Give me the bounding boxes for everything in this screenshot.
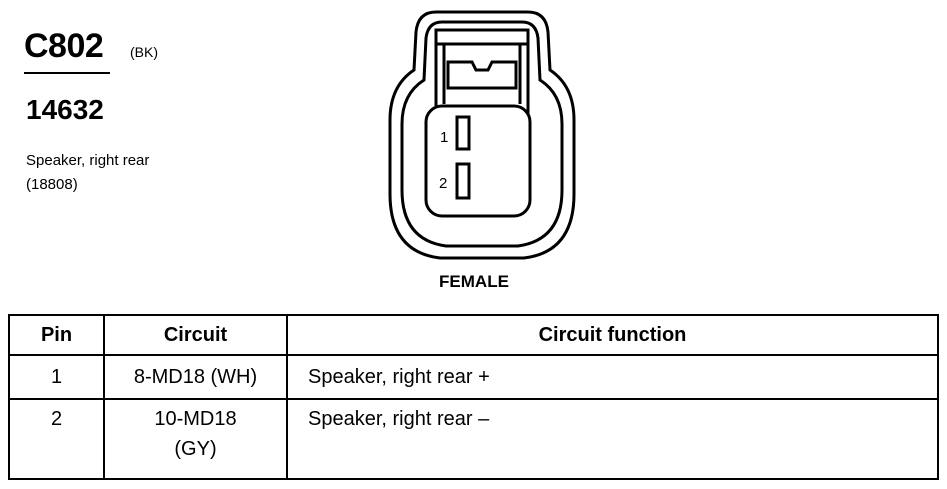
row-circuit-function: Speaker, right rear – <box>286 398 939 480</box>
row-circuit-line-1: 10-MD18 <box>154 408 237 430</box>
row-circuit-function: Speaker, right rear + <box>286 354 939 400</box>
pin-cavity-1 <box>455 115 471 151</box>
row-pin: 2 <box>8 398 105 480</box>
table-row: 1 8-MD18 (WH) Speaker, right rear + <box>8 354 939 400</box>
connector-description: Speaker, right rear <box>26 152 150 169</box>
connector-gender-label: FEMALE <box>439 272 509 291</box>
row-pin: 1 <box>8 354 105 400</box>
table-header-row: Pin Circuit Circuit function <box>8 314 939 356</box>
table-row: 2 10-MD18 (GY) Speaker, right rear – <box>8 398 939 480</box>
connector-color-code: (BK) <box>130 44 158 60</box>
pin-cavity-block <box>424 104 532 218</box>
pin-cavity-1-label: 1 <box>440 129 448 146</box>
connector-face-drawing: 1 2 <box>388 10 576 260</box>
header-circuit-function: Circuit function <box>286 314 939 356</box>
pin-cavity-2 <box>455 162 471 200</box>
header-circuit: Circuit <box>103 314 288 356</box>
connector-id: C802 <box>24 27 104 65</box>
part-number: 14632 <box>26 94 104 125</box>
locking-tab <box>446 60 518 90</box>
pin-cavity-2-label: 2 <box>439 175 447 192</box>
connector-reference: (18808) <box>26 176 78 193</box>
header-pin: Pin <box>8 314 105 356</box>
pin-table: Pin Circuit Circuit function 1 8-MD18 (W… <box>8 314 939 480</box>
row-circuit: 10-MD18 (GY) <box>103 398 288 480</box>
row-circuit: 8-MD18 (WH) <box>103 354 288 400</box>
row-circuit-line-2: (GY) <box>174 438 217 460</box>
connector-id-underline <box>24 72 110 74</box>
